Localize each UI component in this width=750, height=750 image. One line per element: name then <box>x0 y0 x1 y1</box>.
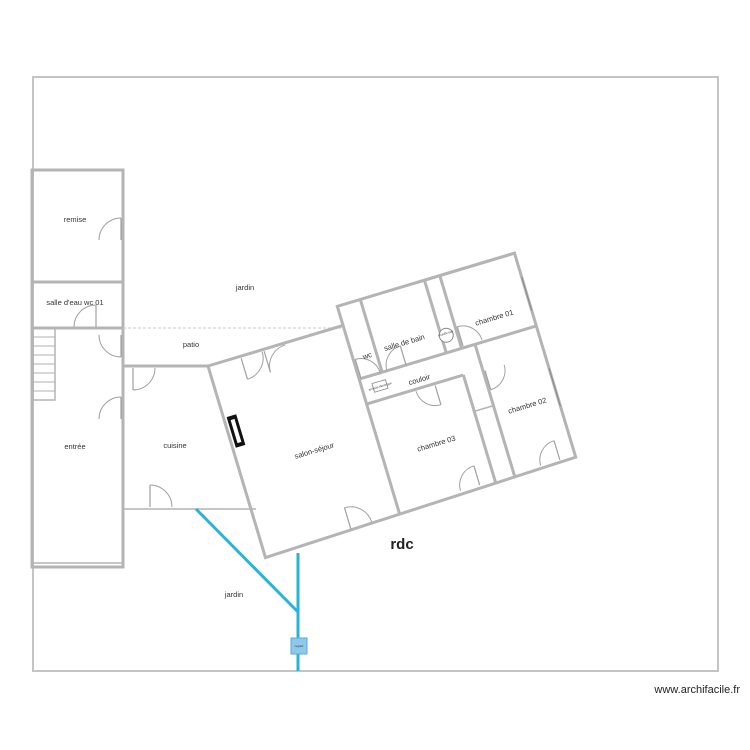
wall-ch02-left <box>481 368 516 477</box>
door-salon-bottom <box>343 506 373 530</box>
door-cuisine-bottom <box>149 484 173 508</box>
door-wc <box>354 358 381 379</box>
wall-chambre03-right <box>461 374 497 483</box>
door-salle-eau <box>73 304 97 328</box>
svg-text:armoire électrique: armoire électrique <box>368 381 392 392</box>
main-building: chauffe eau armoire électrique <box>206 251 578 560</box>
door-chambre02-bottom <box>539 440 561 466</box>
room-label-salle-de-bain: salle de bain <box>383 332 426 353</box>
svg-text:chauffe eau: chauffe eau <box>438 329 454 337</box>
door-cuisine-top <box>132 367 156 391</box>
patio-area <box>123 327 345 368</box>
door-entree-top <box>98 334 122 358</box>
wall-couloir-right <box>455 342 476 352</box>
room-label-salon: salon-séjour <box>293 440 335 461</box>
door-remise <box>98 217 122 241</box>
room-label-jardin-bottom: jardin <box>224 590 243 599</box>
fireplace-icon <box>226 414 246 448</box>
room-label-chambre-03: chambre 03 <box>416 434 457 454</box>
wall-couloir-step <box>473 343 484 370</box>
wall-salon-right <box>347 344 401 514</box>
door-chambre01 <box>456 325 483 347</box>
room-label-cuisine: cuisine <box>163 441 186 450</box>
drainage-pipes: regard <box>194 507 308 671</box>
room-label-jardin-top: jardin <box>235 283 254 292</box>
boiler-label: chauffe eau <box>438 329 454 337</box>
wall-wc-bottom <box>358 348 457 381</box>
window-ch02 <box>548 367 561 407</box>
door-chambre02 <box>484 364 506 391</box>
wall-couloir-chambre03 <box>366 373 464 406</box>
regard-label: regard <box>295 644 304 648</box>
window-ch01 <box>521 276 533 311</box>
door-salon-entry-2 <box>263 344 286 373</box>
left-annex <box>30 168 125 569</box>
cabinet-label: armoire électrique <box>368 381 392 392</box>
boiler-icon <box>438 327 454 343</box>
annex-outer-wall <box>30 168 125 569</box>
wall-closet <box>474 404 494 413</box>
door-chambre03-bottom <box>459 465 481 491</box>
door-sdb <box>385 345 407 371</box>
electrical-cabinet-icon <box>371 379 389 393</box>
kitchen-block <box>123 367 256 510</box>
svg-text:regard: regard <box>295 644 304 648</box>
room-label-wc: wc <box>361 350 374 362</box>
door-salon-entry-1 <box>240 351 264 380</box>
room-label-chambre-01: chambre 01 <box>474 308 515 328</box>
room-label-chambre-02: chambre 02 <box>507 396 548 416</box>
wall-wc-sdb <box>358 298 384 373</box>
door-chambre03 <box>415 385 442 407</box>
room-label-remise: remise <box>64 215 87 224</box>
wall-wc-left <box>341 325 351 346</box>
pipe-kitchen <box>194 507 300 614</box>
level-label: rdc <box>390 536 413 553</box>
wall-ch01-left <box>438 275 464 349</box>
staircase <box>32 327 56 401</box>
room-label-salle-eau: salle d'eau wc 01 <box>46 298 103 307</box>
watermark: www.archifacile.fr <box>653 684 740 696</box>
wall-ch01-ch02 <box>474 324 537 346</box>
bedroom-wing-outer-wall <box>415 252 512 285</box>
door-entree-middle <box>98 396 122 420</box>
room-label-entree: entrée <box>64 442 85 451</box>
room-label-patio: patio <box>183 340 199 349</box>
regard-icon <box>290 637 308 655</box>
